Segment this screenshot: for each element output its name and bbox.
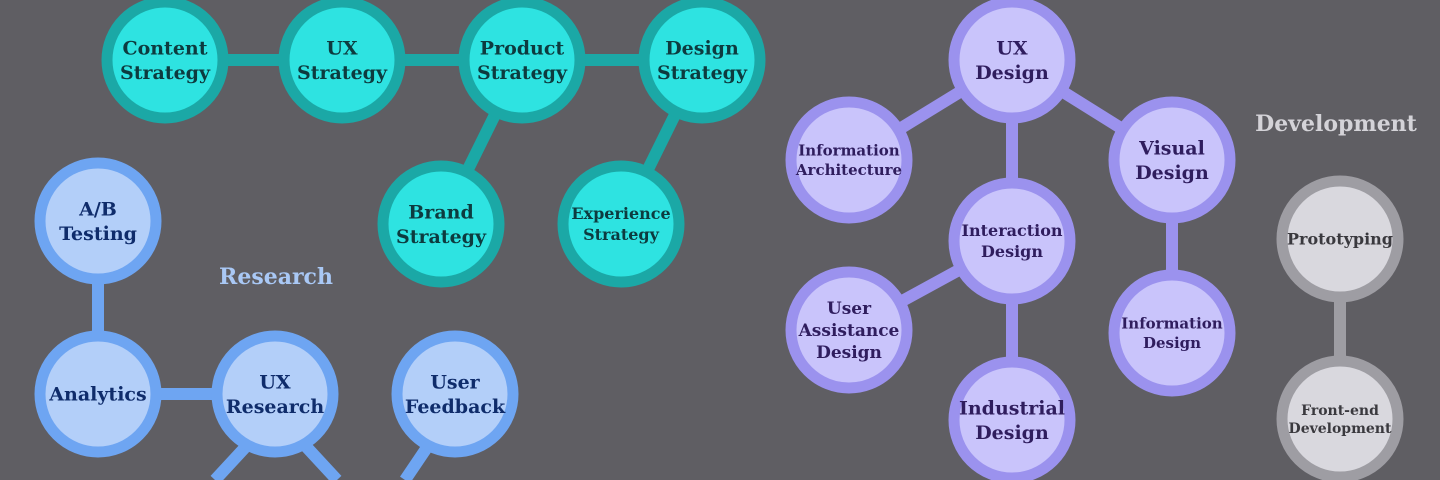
node-label-line: Strategy bbox=[657, 62, 748, 84]
node-circle-ab-testing bbox=[34, 157, 162, 285]
research-group-label: Research bbox=[219, 264, 333, 290]
node-label-line: Testing bbox=[59, 223, 137, 245]
node-label-line: Strategy bbox=[120, 62, 211, 84]
node-label-line: A/B bbox=[78, 198, 117, 220]
node-label-line: Design bbox=[981, 242, 1043, 261]
node-circle-information-design bbox=[1108, 269, 1236, 397]
node-label-line: Design bbox=[665, 37, 739, 59]
node-label-line: Brand bbox=[408, 201, 473, 223]
node-label-ux-design: UX Design bbox=[975, 37, 1049, 84]
node-label-line: Architecture bbox=[795, 161, 902, 179]
node-label-ux-strategy: UX Strategy bbox=[297, 37, 388, 84]
node-ux-strategy: UX Strategy bbox=[278, 0, 406, 124]
node-circle-ux-strategy bbox=[278, 0, 406, 124]
node-circle-prototyping bbox=[1276, 175, 1404, 303]
node-label-line: Design bbox=[975, 422, 1049, 444]
node-ab-testing: A/B Testing bbox=[34, 157, 162, 285]
node-circle-user-feedback bbox=[391, 330, 519, 458]
node-label-line: Design bbox=[816, 343, 882, 363]
node-label-prototyping: Prototyping bbox=[1287, 230, 1393, 249]
node-label-line: Development bbox=[1289, 421, 1392, 437]
node-analytics: Analytics bbox=[34, 330, 162, 458]
node-label-line: Assistance bbox=[798, 321, 900, 341]
node-label-line: Interaction bbox=[962, 221, 1063, 240]
node-circle-industrial-design bbox=[948, 356, 1076, 480]
node-label-line: Research bbox=[226, 396, 325, 418]
node-label-line: Information bbox=[798, 142, 900, 160]
node-label-ux-research: UX Research bbox=[226, 371, 325, 418]
node-circle-interaction-design bbox=[948, 177, 1076, 305]
node-label-line: User bbox=[827, 299, 872, 319]
node-label-line: User bbox=[430, 371, 480, 393]
node-circle-user-assistance-design bbox=[785, 266, 913, 394]
node-circle-analytics bbox=[34, 330, 162, 458]
node-label-line: Content bbox=[122, 37, 207, 59]
node-label-line: UX bbox=[259, 371, 291, 393]
node-circle-information-architecture bbox=[785, 96, 913, 224]
node-label-line: UX bbox=[996, 37, 1028, 59]
node-circle-frontend-development bbox=[1276, 355, 1404, 480]
node-label-line: Experience bbox=[571, 204, 670, 223]
node-label-line: Visual bbox=[1138, 137, 1205, 159]
node-circle-content-strategy bbox=[101, 0, 229, 124]
node-label-line: UX bbox=[326, 37, 358, 59]
development-group-label: Development bbox=[1255, 111, 1418, 137]
node-label-line: Design bbox=[1143, 334, 1201, 352]
node-ux-design: UX Design bbox=[948, 0, 1076, 124]
node-label-line: Front-end bbox=[1301, 403, 1379, 419]
node-label-line: Feedback bbox=[405, 396, 506, 418]
node-circle-visual-design bbox=[1108, 96, 1236, 224]
node-label-ab-testing: A/B Testing bbox=[59, 198, 137, 245]
node-label-line: Strategy bbox=[297, 62, 388, 84]
node-label-line: Prototyping bbox=[1287, 230, 1393, 249]
node-prototyping: Prototyping bbox=[1276, 175, 1404, 303]
node-label-line: Industrial bbox=[959, 397, 1065, 419]
node-circle-design-strategy bbox=[638, 0, 766, 124]
node-label-line: Information bbox=[1121, 315, 1223, 333]
node-label-line: Strategy bbox=[583, 225, 660, 244]
node-circle-product-strategy bbox=[458, 0, 586, 124]
node-circle-brand-strategy bbox=[377, 160, 505, 288]
node-circle-ux-research bbox=[211, 330, 339, 458]
node-circle-experience-strategy bbox=[557, 160, 685, 288]
node-circle-ux-design bbox=[948, 0, 1076, 124]
node-label-line: Design bbox=[975, 62, 1049, 84]
node-label-line: Product bbox=[480, 37, 565, 59]
node-ux-research: UX Research bbox=[211, 330, 339, 458]
node-label-line: Design bbox=[1135, 162, 1209, 184]
node-label-analytics: Analytics bbox=[48, 384, 146, 406]
node-label-line: Analytics bbox=[48, 384, 146, 406]
node-label-line: Strategy bbox=[477, 62, 568, 84]
node-label-line: Strategy bbox=[396, 226, 487, 248]
